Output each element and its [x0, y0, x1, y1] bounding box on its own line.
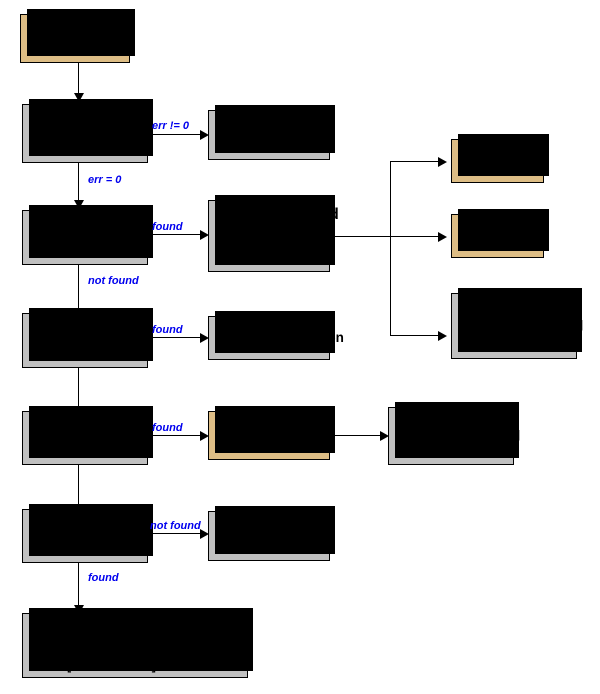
- arrowhead-replace-expression: [200, 333, 209, 343]
- node-stack-function-line3: = function found: [397, 446, 484, 459]
- node-stack-operator-found[interactable]: StackNumber++ operator[StackNumber] = op…: [451, 288, 583, 359]
- node-parenthesis-line1: Parenthesis matching: [31, 112, 151, 125]
- node-usual-functions-line2: functions :cos sin ..: [31, 442, 139, 454]
- node-numeric-value-line2: numeric value: [31, 540, 109, 552]
- edge-label-not-found-1: not found: [88, 275, 139, 287]
- node-error-break-line2: break of Analyze: [217, 537, 324, 552]
- edge-label-found-2: found: [152, 324, 183, 336]
- node-usual-functions-line1: look for usual: [31, 420, 107, 433]
- edge-right-bus-vertical: [390, 161, 391, 336]
- edge-usual-to-numeric: [78, 465, 79, 511]
- node-replace-expression[interactable]: Replace expression: [208, 311, 344, 360]
- node-stack-function-found[interactable]: StackNumber++ operator[StackNumber] = fu…: [388, 402, 520, 465]
- arrowhead-analyze-left-right: [200, 230, 209, 240]
- edge-label-err-not-zero: err != 0: [152, 120, 189, 132]
- edge-label-not-found-2: not found: [150, 520, 201, 532]
- arrowhead-stack-function: [380, 431, 389, 441]
- edge-label-found-1: found: [152, 221, 183, 233]
- arrowhead-stack-operator: [438, 331, 447, 341]
- node-analyze-function-line1: Analyze: [221, 423, 301, 447]
- node-break-analyze-line1: break of: [217, 115, 280, 133]
- node-analyze-right-2[interactable]: Analyze: [451, 209, 549, 258]
- node-stack-operator-line1: StackNumber++: [460, 300, 544, 313]
- node-analyze-lr-line2: right part of: [217, 226, 307, 244]
- node-stack-operator-line3: = operator found: [460, 338, 548, 351]
- node-numeric-value-line1: look for a: [31, 518, 83, 531]
- node-analyze-lr-line3: the expression: [217, 247, 330, 265]
- node-look-for-numeric-value[interactable]: look for a numeric value: [22, 504, 153, 563]
- node-stack-value-line3: value[StackNumber] = value found: [35, 659, 241, 674]
- edge-parenthesis-to-break: [148, 134, 205, 135]
- edge-simple-to-already-defined: [78, 265, 79, 314]
- arrowhead-analyze-right-1: [438, 157, 447, 167]
- node-parenthesis-matching[interactable]: Parenthesis matching Remove unnecessary …: [22, 99, 153, 163]
- arrowhead-simple-operators: [74, 200, 84, 209]
- node-stack-function-line1: StackNumber++: [397, 411, 481, 424]
- edge-bus-to-analyze-r2: [390, 236, 442, 237]
- node-look-for-simple-operators[interactable]: look for simple operators: [22, 205, 153, 265]
- node-stack-function-line2: operator[StackNumber]: [397, 429, 520, 442]
- arrowhead-error-break: [200, 529, 209, 539]
- arrowhead-analyze-right-2: [438, 232, 447, 242]
- edge-label-found-3: found: [152, 422, 183, 434]
- node-parenthesis-line3: parenthesis: [31, 141, 96, 154]
- node-simple-operators-line1: look for simple: [31, 223, 113, 236]
- node-parenthesis-line2: Remove unnecessary: [31, 127, 150, 140]
- node-analyze-right-2-line1: Analyze: [460, 226, 521, 244]
- edge-bus-to-stack-operator: [390, 335, 442, 336]
- node-analyze-right-1[interactable]: Analyze: [451, 134, 549, 183]
- node-stack-operator-line2: operator[StackNumber]: [460, 319, 583, 332]
- node-start-analyze[interactable]: Analyze: [20, 9, 135, 63]
- node-analyze-right-1-line1: Analyze: [460, 151, 521, 169]
- edge-label-found-4: found: [88, 572, 119, 584]
- node-analyze-function[interactable]: Analyze: [208, 406, 335, 460]
- node-look-for-already-defined[interactable]: look for an already defined expression: [22, 308, 153, 368]
- node-stack-value-line1: StackNumber++: [35, 616, 131, 631]
- node-break-of-analyze[interactable]: break of Analyze: [208, 105, 335, 160]
- node-already-defined-line1: look for an already: [31, 326, 134, 339]
- edge-usual-to-analyze-fn: [148, 435, 205, 436]
- node-replace-expression-line1: Replace expression: [217, 330, 344, 346]
- node-already-defined-line2: defined expression: [31, 341, 136, 354]
- node-look-for-usual-functions[interactable]: look for usual functions :cos sin ..: [22, 406, 153, 465]
- node-break-analyze-line2: Analyze: [217, 136, 278, 153]
- edge-analyze-fn-to-stack-fn: [330, 435, 380, 436]
- edge-already-defined-to-replace: [148, 337, 205, 338]
- arrowhead-parenthesis: [74, 93, 84, 102]
- edge-numeric-to-stack-value: [78, 563, 79, 609]
- node-stack-value-found[interactable]: StackNumber++ operator[StackNumber] = 0 …: [22, 608, 253, 678]
- node-error-break-of-analyze[interactable]: Error break of Analyze: [208, 506, 335, 561]
- edge-already-defined-to-usual: [78, 368, 79, 413]
- edge-label-err-zero: err = 0: [88, 174, 122, 186]
- edge-bus-to-analyze-r1: [390, 161, 442, 162]
- edge-numeric-to-error: [148, 533, 205, 534]
- edge-simple-to-analyze-lr: [148, 234, 205, 235]
- node-analyze-lr-line1: Analyze left and: [217, 206, 339, 224]
- arrowhead-analyze-function: [200, 431, 209, 441]
- edge-analyze-lr-bus-in: [330, 236, 391, 237]
- arrowhead-break-analyze: [200, 130, 209, 140]
- edge-start-to-parenthesis: [78, 63, 79, 96]
- edge-parenthesis-to-simple: [78, 163, 79, 204]
- node-analyze-left-right[interactable]: Analyze left and right part of the expre…: [208, 195, 339, 272]
- node-stack-value-line2: operator[StackNumber] = 0: [35, 637, 196, 652]
- node-start-analyze-line1: Analyze: [33, 26, 113, 50]
- node-error-break-line1: Error: [217, 519, 251, 535]
- node-simple-operators-line2: operators: [31, 238, 85, 251]
